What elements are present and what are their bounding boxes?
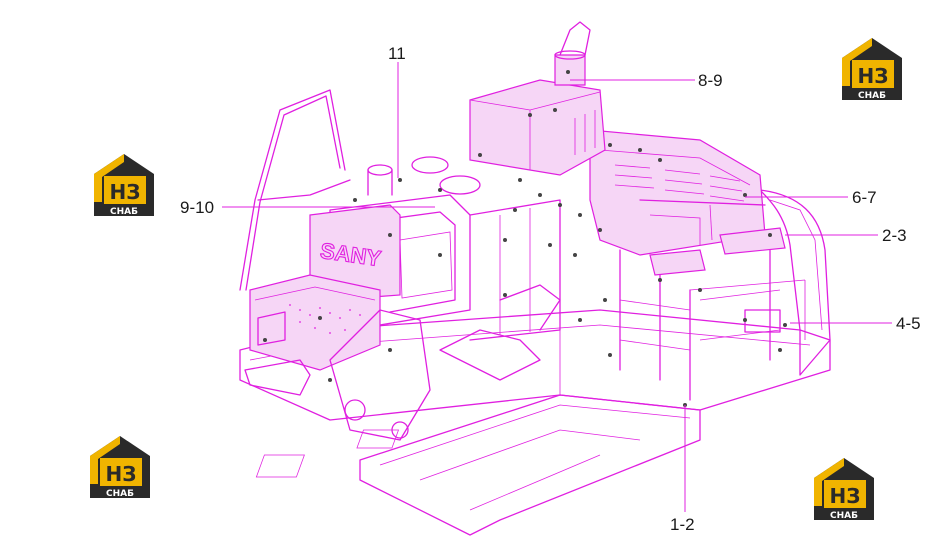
svg-text:СНАБ: СНАБ (106, 489, 134, 499)
exhaust-stack (554, 54, 586, 86)
callout-11: 11 (388, 44, 406, 63)
callout-2-3: 2-3 (882, 226, 907, 245)
callout-9-10: 9-10 (180, 198, 214, 217)
watermark-logo-bottom-right: НЗ СНАБ (814, 458, 874, 521)
handrail (239, 89, 346, 291)
watermark-logo-left: НЗ СНАБ (94, 154, 154, 217)
callout-8-9: 8-9 (698, 71, 723, 90)
toolbox (249, 274, 381, 371)
callout-4-5: 4-5 (896, 314, 921, 333)
svg-text:НЗ: НЗ (110, 180, 141, 204)
watermark-logo-bottom-left: НЗ СНАБ (90, 436, 150, 499)
callout-6-7: 6-7 (852, 188, 877, 207)
callout-1-2: 1-2 (670, 515, 695, 534)
engine-hood (589, 129, 766, 256)
leader-lines (222, 62, 892, 512)
boom-bracket (329, 309, 431, 441)
svg-text:НЗ: НЗ (858, 64, 889, 88)
counterweight (759, 189, 831, 376)
svg-text:НЗ: НЗ (106, 462, 137, 486)
svg-text:НЗ: НЗ (830, 484, 861, 508)
watermark-logo-top-right: НЗ СНАБ (842, 38, 902, 101)
svg-text:СНАБ: СНАБ (830, 511, 858, 521)
air-cleaner-box (469, 79, 606, 176)
upper-deck (239, 309, 831, 421)
bolt-markers (263, 70, 787, 407)
svg-text:СНАБ: СНАБ (110, 207, 138, 217)
machine-drawing: SANY (239, 21, 831, 536)
base-frame (359, 394, 701, 536)
svg-text:СНАБ: СНАБ (858, 91, 886, 101)
callout-labels: 8-9 11 6-7 9-10 2-3 4-5 1-2 (180, 44, 921, 534)
